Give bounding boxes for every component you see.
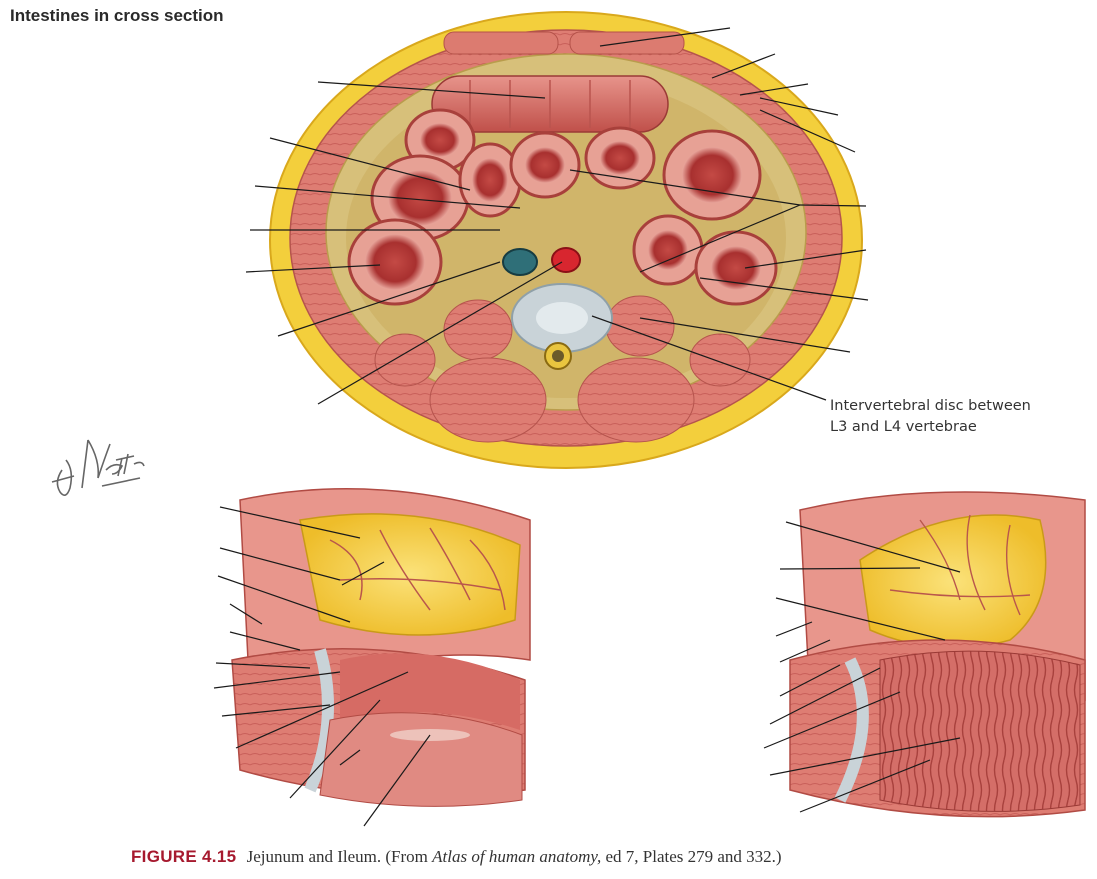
label-leader-lines bbox=[245, 27, 869, 405]
disc-label-line-2: L3 and L4 vertebrae bbox=[830, 419, 977, 435]
abdominal-aorta bbox=[551, 247, 581, 273]
caption-source-title: Atlas of human anatomy, bbox=[432, 847, 602, 866]
erector-spinae-left bbox=[429, 357, 547, 443]
ileum-leader-lines bbox=[763, 521, 961, 813]
caption-text-a: Jejunum and Ileum. (From bbox=[246, 847, 428, 866]
ileum-illustration bbox=[763, 491, 1086, 818]
cross-section-illustration bbox=[245, 11, 869, 469]
erector-spinae-right bbox=[577, 357, 695, 443]
psoas-left bbox=[443, 299, 513, 361]
rectus-abdominis-left bbox=[443, 31, 559, 55]
caption-text-b: ed 7, Plates 279 and 332.) bbox=[605, 847, 782, 866]
artist-signature-icon bbox=[51, 439, 145, 496]
psoas-right bbox=[605, 295, 675, 357]
figure-caption: FIGURE 4.15 Jejunum and Ileum. (From Atl… bbox=[131, 847, 782, 867]
inferior-vena-cava bbox=[502, 248, 538, 276]
jejunum-leader-lines bbox=[213, 506, 431, 827]
intervertebral-disc-label: Intervertebral disc between L3 and L4 ve… bbox=[830, 396, 1070, 438]
disc-label-line-1: Intervertebral disc between bbox=[830, 398, 1031, 414]
figure-number: FIGURE 4.15 bbox=[131, 847, 237, 866]
jejunum-illustration bbox=[213, 488, 531, 827]
rectus-abdominis-right bbox=[569, 31, 685, 55]
page-title: Intestines in cross section bbox=[10, 6, 224, 25]
small-intestine-loops bbox=[347, 108, 778, 306]
